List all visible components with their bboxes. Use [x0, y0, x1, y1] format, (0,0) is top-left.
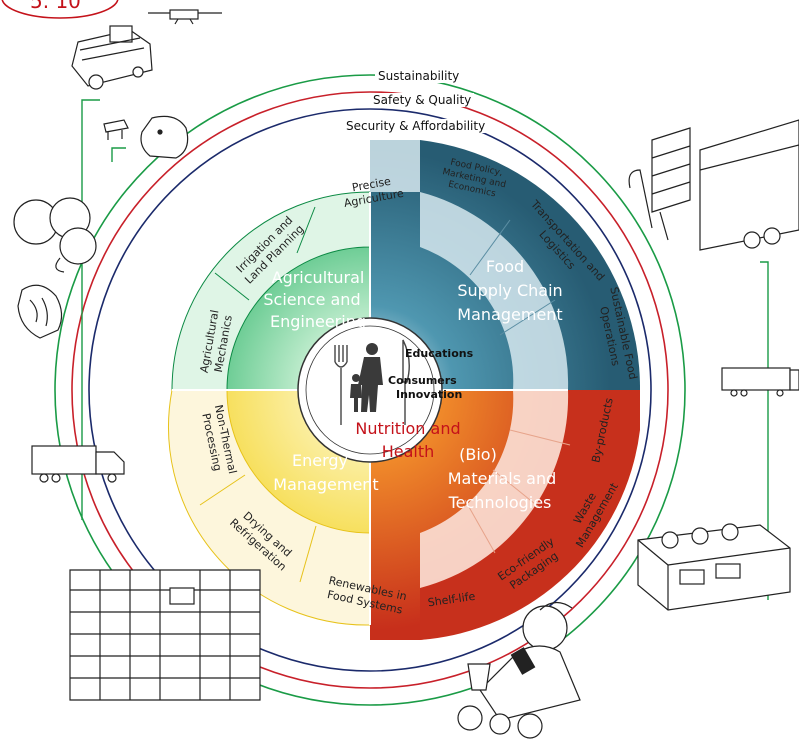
ring-label-safety-quality: Safety & Quality: [370, 93, 475, 107]
cow-icon: [140, 115, 189, 159]
family-icon: [350, 343, 383, 412]
fork-icon: [334, 345, 348, 425]
pallets-icon: [628, 127, 691, 241]
sustainability-ring: [54, 74, 686, 706]
supply-title-3: Management: [457, 305, 562, 324]
truck-icon: [31, 445, 125, 483]
trailer-icon: [699, 119, 799, 251]
center-consumers: Consumers: [388, 374, 457, 387]
energy-sub-band: [168, 389, 371, 626]
corner-stamp-text: 5. 10: [30, 0, 81, 13]
materials-title-1: (Bio): [459, 445, 497, 464]
materials-sub-band: [420, 390, 569, 588]
warehouse-icon: [69, 569, 261, 701]
energy-title-2: Management: [273, 475, 378, 494]
lab-scientist-icon: [457, 601, 581, 739]
ring-label-sustainability: Sustainability: [375, 69, 463, 83]
crate-icon: [637, 523, 791, 611]
wheel: [168, 140, 641, 640]
center-nutrition-1: Nutrition and: [355, 419, 460, 438]
ring-label-security-affordability: Security & Affordability: [343, 119, 489, 133]
meat-icon: [17, 284, 63, 339]
center-innovation: Innovation: [396, 388, 462, 401]
agri-title-3: Engineering: [270, 312, 366, 331]
right-connector-line: [760, 261, 769, 600]
center-educations: Educations: [405, 347, 474, 360]
left-connector-tick: [111, 147, 126, 162]
supply-title-1: Food: [486, 257, 524, 276]
materials-title-2: Materials and: [448, 469, 557, 488]
security-affordability-ring: [88, 108, 652, 672]
supply-title-2: Supply Chain: [457, 281, 562, 300]
apples-icon: [13, 197, 97, 273]
left-connector-line: [81, 99, 100, 520]
energy-title-1: Energy: [292, 451, 348, 470]
drone-icon: [148, 9, 222, 25]
materials-title-3: Technologies: [448, 493, 552, 512]
knife-icon: [402, 339, 410, 425]
corner-stamp: 5. 10: [1, 0, 119, 19]
goat-icon: [103, 119, 129, 140]
agri-title-1: Agricultural: [272, 268, 365, 287]
harvester-icon: [71, 25, 153, 90]
small-truck-icon: [721, 367, 799, 397]
supply-sub-band: [420, 192, 569, 390]
safety-quality-ring: [71, 91, 669, 689]
center-nutrition-2: Health: [382, 442, 435, 461]
agri-title-2: Science and: [263, 290, 360, 309]
